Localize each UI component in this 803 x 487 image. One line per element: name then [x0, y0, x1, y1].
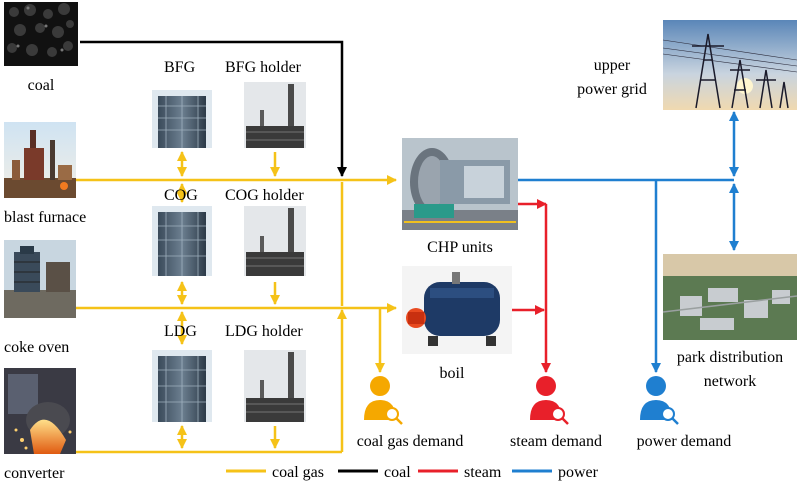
- cog-holder-photo: [244, 206, 306, 276]
- legend-label-steam: steam: [464, 464, 502, 481]
- upper-power-grid-photo: [662, 20, 798, 110]
- park-label-2: network: [704, 373, 756, 390]
- upper-grid-label-2: power grid: [577, 81, 647, 98]
- boil-label: boil: [440, 365, 465, 382]
- coal-gas-demand-icon: [364, 376, 403, 425]
- coal-gas-lines: [76, 151, 397, 454]
- power-lines: [518, 111, 739, 373]
- ldg-label: LDG: [164, 323, 197, 340]
- coal-flow-line: [80, 40, 347, 177]
- park-label-1: park distribution: [677, 349, 783, 366]
- power-demand-label: power demand: [637, 433, 732, 450]
- cog-tank-photo: [152, 206, 212, 276]
- bfg-tank-photo: [152, 90, 212, 148]
- blast-furnace-photo: [4, 122, 76, 198]
- coke-oven-label: coke oven: [4, 339, 69, 356]
- coal-label: coal: [28, 77, 55, 94]
- legend-label-coal-gas: coal gas: [272, 464, 324, 481]
- chp-photo: [402, 138, 518, 230]
- blast-furnace-label: blast furnace: [4, 209, 86, 226]
- power-demand-icon: [640, 376, 679, 425]
- ldg-holder-photo: [244, 350, 306, 422]
- cog-holder-label: COG holder: [225, 187, 304, 204]
- converter-photo: [4, 368, 76, 454]
- boiler-photo: [402, 266, 512, 354]
- coal-gas-demand-label: coal gas demand: [357, 433, 464, 450]
- steam-lines: [512, 199, 551, 373]
- bfg-label: BFG: [164, 59, 196, 76]
- upper-grid-label-1: upper: [594, 57, 631, 74]
- chp-units-label: CHP units: [427, 239, 493, 256]
- legend-label-coal: coal: [384, 464, 411, 481]
- bfg-holder-photo: [244, 82, 306, 148]
- coke-oven-photo: [4, 240, 76, 318]
- ldg-holder-label: LDG holder: [225, 323, 303, 340]
- park-distribution-photo: [662, 254, 798, 340]
- legend-label-power: power: [558, 464, 599, 481]
- ldg-tank-photo: [152, 350, 212, 422]
- legend: coal gas coal steam power: [226, 464, 599, 481]
- steam-demand-label: steam demand: [510, 433, 602, 450]
- steam-demand-icon: [530, 376, 569, 425]
- coal-photo: [4, 2, 78, 66]
- bfg-holder-label: BFG holder: [225, 59, 302, 76]
- converter-label: converter: [4, 465, 65, 482]
- cog-label: COG: [164, 187, 198, 204]
